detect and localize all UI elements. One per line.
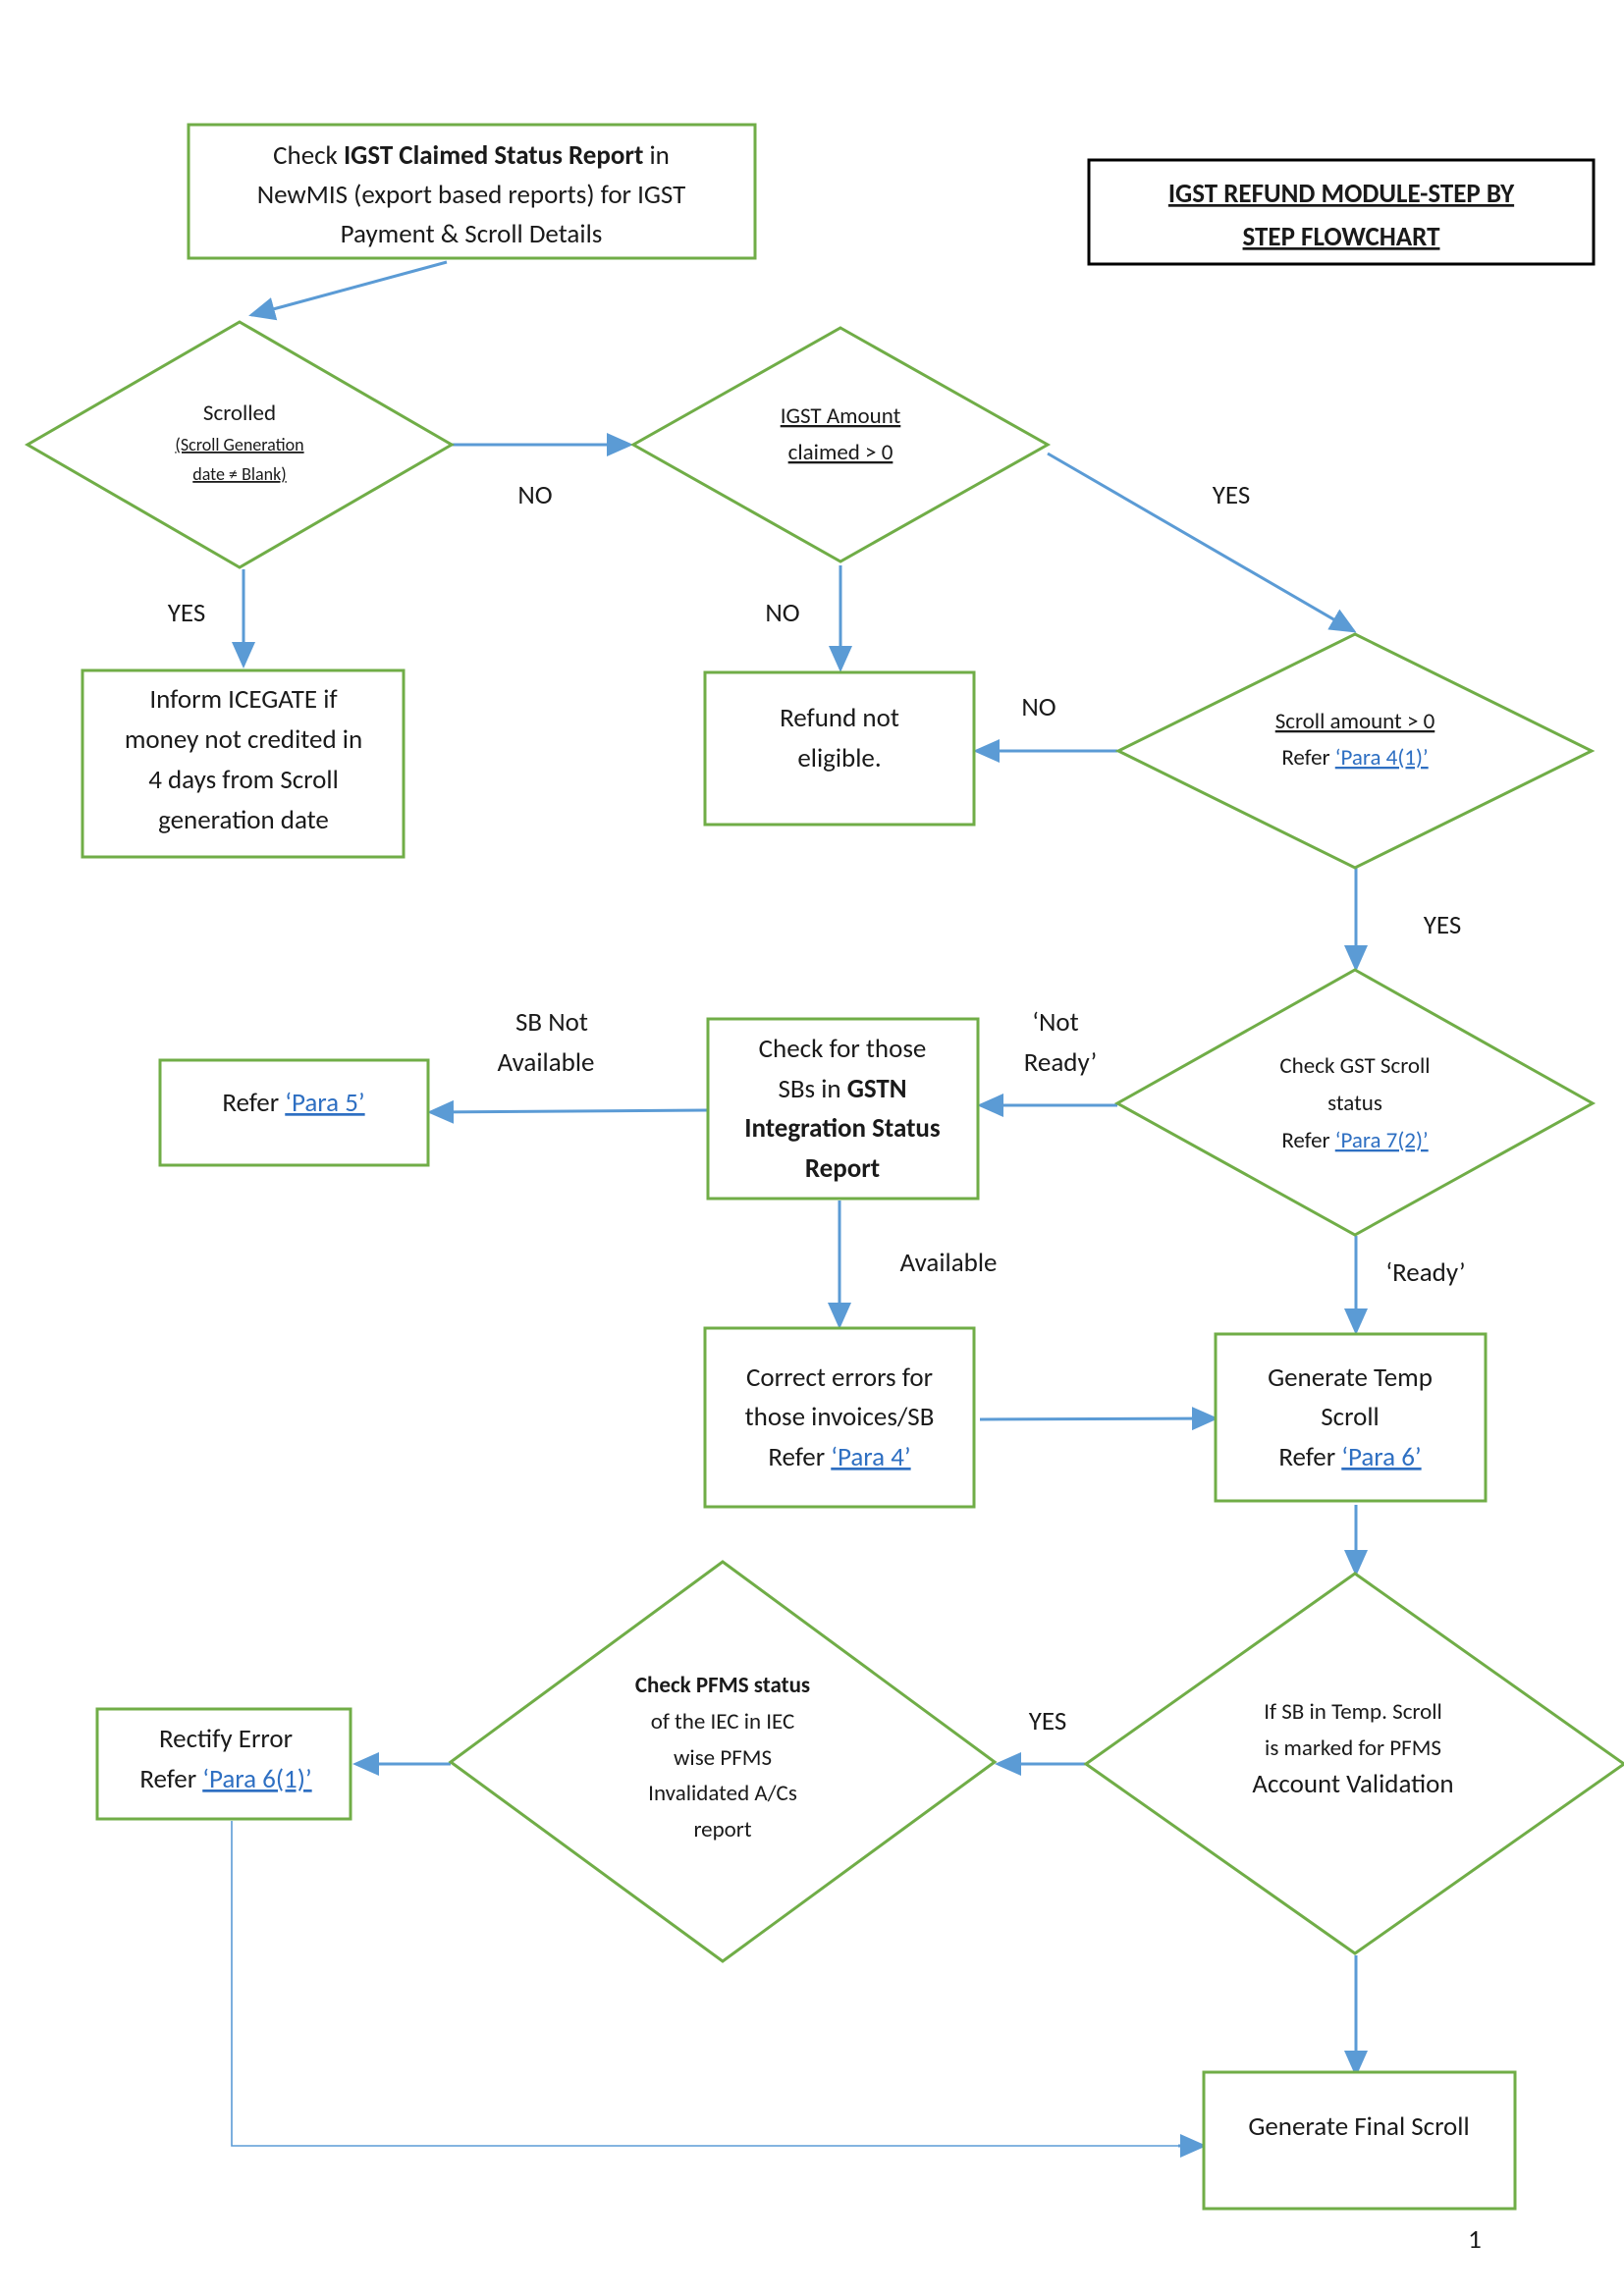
label-ready: ‘Ready’ [1385,1256,1465,1289]
link-para-4[interactable]: ‘Para 4’ [831,1441,910,1473]
label-not-ready-2: Ready’ [1024,1046,1098,1079]
node-check-sbs-gstn: Check for those SBs in GSTN Integration … [706,1017,980,1201]
link-para-6[interactable]: ‘Para 6’ [1341,1441,1421,1473]
scrolled-line-3: date ≠ Blank) [192,463,286,485]
svg-text:Refer ‘Para 6(1)’: Refer ‘Para 6(1)’ [139,1763,311,1795]
para5-refer: Refer [222,1087,285,1119]
decision-gst-scroll-status: Check GST Scroll status Refer ‘Para 7(2)… [1113,968,1597,1237]
igst-amount-line-2: claimed > 0 [788,439,893,466]
not-eligible-line-1: Refund not [780,702,899,734]
check-sbs-line-2-bold: GSTN [847,1073,907,1105]
link-para-4-1[interactable]: ‘Para 4(1)’ [1335,744,1429,772]
temp-refer: Refer [1278,1441,1341,1473]
pfms-line-3: wise PFMS [674,1744,772,1772]
node-check-igst-report: Check IGST Claimed Status Report in NewM… [187,123,757,260]
svg-text:Refer ‘Para 5’: Refer ‘Para 5’ [222,1087,364,1119]
rectify-refer: Refer [139,1763,202,1795]
node-refer-para-5: Refer ‘Para 5’ [158,1058,430,1167]
correct-refer: Refer [768,1441,831,1473]
label-scroll-amount-no: NO [1021,691,1056,723]
link-para-5[interactable]: ‘Para 5’ [285,1087,364,1119]
label-sb-not-1: SB Not [515,1006,588,1039]
node-refund-not-eligible: Refund not eligible. [703,670,976,827]
link-para-7-2[interactable]: ‘Para 7(2)’ [1335,1127,1429,1154]
temp-line-1: Generate Temp [1268,1362,1433,1394]
validation-line-1: If SB in Temp. Scroll [1264,1698,1442,1726]
label-pfms-yes: YES [1029,1705,1066,1737]
page-number: 1 [1468,2223,1482,2256]
svg-text:Refer ‘Para 4’: Refer ‘Para 4’ [768,1441,910,1473]
pfms-line-2: of the IEC in IEC [651,1708,795,1735]
report-text-pre: Check [273,139,344,172]
not-eligible-line-2: eligible. [797,742,881,774]
scrolled-line-2: (Scroll Generation [175,434,303,455]
label-not-ready-1: ‘Not [1032,1006,1078,1039]
gst-status-line-2: status [1327,1090,1382,1117]
scroll-amount-refer: Refer [1281,744,1334,772]
correct-line-1: Correct errors for [746,1362,933,1394]
line-rectify-down [231,1821,1202,2147]
report-text-post: in [643,139,670,172]
svg-text:SBs in GSTN: SBs in GSTN [778,1073,906,1105]
node-generate-final-scroll: Generate Final Scroll [1202,2070,1517,2211]
svg-text:Refer ‘Para 6’: Refer ‘Para 6’ [1278,1441,1421,1473]
label-scrolled-no: NO [517,479,552,511]
arrow-correct-to-temp [979,1407,1218,1431]
node-generate-temp-scroll: Generate Temp Scroll Refer ‘Para 6’ [1214,1332,1488,1503]
node-rectify-error: Rectify Error Refer ‘Para 6(1)’ [95,1707,352,1821]
decision-pfms-validation: If SB in Temp. Scroll is marked for PFMS… [1083,1572,1624,1955]
label-available: Available [900,1247,998,1279]
check-sbs-line-2-pre: SBs in [778,1073,846,1105]
edge-labels: NO YES NO YES NO YES ‘Not Ready’ ‘Ready’… [168,479,1466,1737]
pfms-line-1: Check PFMS status [635,1672,810,1699]
decision-scrolled: Scrolled (Scroll Generation date ≠ Blank… [25,320,455,569]
report-text-bold: IGST Claimed Status Report [344,139,643,172]
correct-line-2: those invoices/SB [745,1401,935,1433]
decision-check-pfms-status: Check PFMS status of the IEC in IEC wise… [448,1560,998,1963]
report-line-3: Payment & Scroll Details [341,218,603,250]
report-line-2: NewMIS (export based reports) for IGST [257,179,686,211]
inform-line-1: Inform ICEGATE if [149,683,338,716]
title-line-2: STEP FLOWCHART [1243,221,1441,253]
inform-line-2: money not credited in [125,723,362,756]
scroll-amount-line-1: Scroll amount > 0 [1275,708,1435,735]
svg-text:Refer ‘Para 7(2)’: Refer ‘Para 7(2)’ [1281,1127,1428,1154]
label-scrolled-yes: YES [168,597,205,629]
gst-status-refer: Refer [1281,1127,1334,1154]
scrolled-line-1: Scrolled [203,400,276,427]
check-sbs-line-4: Report [805,1152,880,1185]
validation-line-2: is marked for PFMS [1265,1735,1441,1762]
label-igst-no: NO [765,597,799,629]
flowchart-title: IGST REFUND MODULE-STEP BY STEP FLOWCHAR… [1087,158,1596,266]
node-correct-errors: Correct errors for those invoices/SB Ref… [703,1326,976,1509]
decision-igst-amount: IGST Amount claimed > 0 [629,326,1052,563]
svg-text:Refer ‘Para 4(1)’: Refer ‘Para 4(1)’ [1281,744,1428,772]
inform-line-4: generation date [158,804,329,836]
svg-text:Check IGST Claimed Status Repo: Check IGST Claimed Status Report in [273,139,670,172]
inform-line-3: 4 days from Scroll [148,764,339,796]
node-inform-icegate: Inform ICEGATE if money not credited in … [81,668,406,859]
final-line-1: Generate Final Scroll [1248,2110,1469,2143]
connectors [231,260,1368,2158]
pfms-line-4: Invalidated A/Cs [648,1780,797,1807]
check-sbs-line-1: Check for those [759,1033,927,1065]
rectify-line-1: Rectify Error [159,1723,293,1755]
label-igst-yes: YES [1213,479,1250,511]
label-scroll-amount-yes: YES [1424,909,1461,941]
decision-scroll-amount: Scroll amount > 0 Refer ‘Para 4(1)’ [1114,632,1596,870]
temp-line-2: Scroll [1321,1401,1379,1433]
pfms-line-5: report [693,1816,751,1843]
check-sbs-line-3: Integration Status [744,1112,941,1145]
arrow-report-to-scrolled [248,260,448,321]
igst-amount-line-1: IGST Amount [781,402,901,430]
link-para-6-1[interactable]: ‘Para 6(1)’ [202,1763,311,1795]
gst-status-line-1: Check GST Scroll [1279,1052,1430,1080]
validation-line-3: Account Validation [1252,1768,1453,1800]
arrow-igst-yes [1047,452,1357,633]
label-sb-not-2: Available [498,1046,595,1079]
title-line-1: IGST REFUND MODULE-STEP BY [1168,178,1515,210]
arrow-sb-not-available [427,1099,708,1124]
